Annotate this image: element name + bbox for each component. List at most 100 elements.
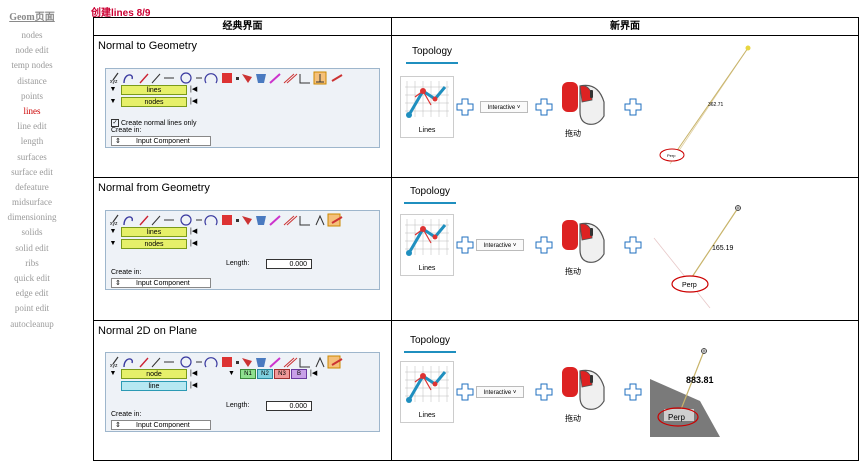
reset-icon[interactable]: |◀ xyxy=(310,370,318,377)
sidebar-title[interactable]: Geom页面 xyxy=(9,12,55,23)
chevron-down-icon[interactable]: ▼ xyxy=(109,240,117,247)
comparison-table: 经典界面 新界面 Normal to Geometry xyz xyxy=(93,17,859,461)
sidebar-item-points[interactable]: points xyxy=(20,90,43,101)
mouse-drag: 拖动 xyxy=(558,78,616,140)
entry-box[interactable]: nodes xyxy=(121,239,187,249)
dropdown-value: Interactive xyxy=(483,390,512,396)
lines-tool-tile[interactable]: Lines xyxy=(400,361,454,423)
entry-box[interactable]: lines xyxy=(121,227,187,237)
reset-icon[interactable]: |◀ xyxy=(190,86,198,93)
interactive-dropdown[interactable]: Interactive ˅ xyxy=(476,386,524,398)
interactive-dropdown[interactable]: Interactive ˅ xyxy=(480,101,528,113)
sidebar-item-line-edit[interactable]: line edit xyxy=(17,121,47,132)
spacer xyxy=(108,381,118,391)
sidebar-item-edge-edit[interactable]: edge edit xyxy=(15,288,49,299)
drag-label: 拖动 xyxy=(565,414,581,423)
sidebar-item-length[interactable]: length xyxy=(20,136,44,147)
row-normal-from-geometry: Normal from Geometry xyz xyxy=(94,178,858,321)
plus-icon xyxy=(456,383,474,401)
sidebar-item-solid-edit[interactable]: solid edit xyxy=(15,242,49,253)
chevron-down-icon[interactable]: ▼ xyxy=(109,98,117,105)
lines-tool-tile[interactable]: Lines xyxy=(400,214,454,276)
sidebar-item-lines[interactable]: lines xyxy=(23,105,41,116)
sidebar-item-dimensioning[interactable]: dimensioning xyxy=(7,212,57,223)
input-component-select[interactable]: ⇕Input Component xyxy=(111,420,211,430)
topology-underline xyxy=(404,351,456,353)
sidebar-item-distance[interactable]: distance xyxy=(17,75,47,86)
length-input[interactable]: 0.000 xyxy=(266,259,312,269)
geometry-toolbar[interactable]: xyz xyxy=(110,355,350,369)
sidebar-item-solids[interactable]: solids xyxy=(21,227,43,238)
input-component-label: Input Component xyxy=(136,138,190,145)
input-component-label: Input Component xyxy=(136,280,190,287)
sidebar-item-midsurface[interactable]: midsurface xyxy=(12,197,52,208)
sidebar-item-surface-edit[interactable]: surface edit xyxy=(11,166,53,177)
create-normal-checkbox[interactable]: ✓Create normal lines only xyxy=(111,119,196,127)
mouse-icon xyxy=(562,82,605,125)
sidebar-item-surfaces[interactable]: surfaces xyxy=(17,151,47,162)
create-in-label: Create in: xyxy=(111,269,142,276)
sidebar-item-nodes[interactable]: nodes xyxy=(21,30,43,40)
entry-box[interactable]: node xyxy=(121,369,187,379)
topology-label: Topology xyxy=(410,186,451,197)
chevron-down-icon[interactable]: ▼ xyxy=(228,370,235,377)
reset-icon[interactable]: |◀ xyxy=(190,98,198,105)
plus-icon xyxy=(535,236,553,254)
create-in-label: Create in: xyxy=(111,411,142,418)
input-component-select[interactable]: ⇕Input Component xyxy=(111,278,211,288)
topology-label: Topology xyxy=(412,46,453,57)
plus-icon xyxy=(535,383,553,401)
sidebar-item-node-edit[interactable]: node edit xyxy=(15,45,49,56)
sidebar-item-defeature[interactable]: defeature xyxy=(15,181,49,192)
page-title: 创建lines 8/9 xyxy=(91,8,151,19)
sidebar-item-temp-nodes[interactable]: temp nodes xyxy=(11,60,53,71)
lines-tool-icon xyxy=(405,81,449,118)
reset-icon[interactable]: |◀ xyxy=(190,228,198,235)
chevron-down-icon[interactable]: ▼ xyxy=(109,228,117,235)
checkbox-label: Create normal lines only xyxy=(121,119,197,127)
perp-label: Perp xyxy=(682,282,697,289)
plus-icon xyxy=(624,98,642,116)
plane-n1-button[interactable]: N1 xyxy=(240,369,256,379)
header-new: 新界面 xyxy=(392,18,858,36)
checkbox-checked-icon[interactable]: ✓ xyxy=(111,119,119,127)
reset-icon[interactable]: |◀ xyxy=(190,370,198,377)
plus-icon xyxy=(456,98,474,116)
length-label: Length: xyxy=(226,260,250,267)
header-classic: 经典界面 xyxy=(94,18,391,36)
chevron-down-icon[interactable]: ▼ xyxy=(109,86,117,93)
plane-n2-button[interactable]: N2 xyxy=(257,369,273,379)
distance-value: 883.81 xyxy=(686,375,714,385)
input-component-select[interactable]: ⇕Input Component xyxy=(111,136,211,146)
mouse-icon xyxy=(562,220,605,263)
plane-b-button[interactable]: B xyxy=(291,369,307,379)
lines-tool-tile[interactable]: Lines xyxy=(400,76,454,138)
perp-preview: 883.81 Perp xyxy=(650,348,720,437)
distance-value: 165.19 xyxy=(712,245,734,252)
sidebar-item-quick-edit[interactable]: quick edit xyxy=(14,273,50,283)
dropdown-value: Interactive xyxy=(487,105,516,111)
topology-label: Topology xyxy=(410,335,451,346)
perp-label: Perp xyxy=(668,413,685,422)
plus-icon xyxy=(535,98,553,116)
perp-label: Perp xyxy=(667,153,676,158)
lines-tool-icon xyxy=(405,219,449,256)
entry-box[interactable]: line xyxy=(121,381,187,391)
reset-icon[interactable]: |◀ xyxy=(190,382,198,389)
lines-label: Lines xyxy=(418,127,436,134)
entry-box[interactable]: nodes xyxy=(121,97,187,107)
input-component-label: Input Component xyxy=(136,422,190,429)
chevron-down-icon[interactable]: ▼ xyxy=(109,370,117,377)
sidebar-item-point-edit[interactable]: point edit xyxy=(14,303,50,314)
entry-box[interactable]: lines xyxy=(121,85,187,95)
plane-n3-button[interactable]: N3 xyxy=(274,369,290,379)
geometry-toolbar[interactable]: xyz xyxy=(110,213,350,227)
sidebar-item-ribs[interactable]: ribs xyxy=(25,257,39,268)
sidebar-item-autocleanup[interactable]: autocleanup xyxy=(10,318,54,329)
topology-underline xyxy=(404,202,456,204)
geometry-toolbar[interactable]: xyz xyxy=(110,71,350,85)
length-input[interactable]: 0.000 xyxy=(266,401,312,411)
reset-icon[interactable]: |◀ xyxy=(190,240,198,247)
interactive-dropdown[interactable]: Interactive ˅ xyxy=(476,239,524,251)
new-cell: Topology Lines Interactive ˅ xyxy=(392,178,858,320)
